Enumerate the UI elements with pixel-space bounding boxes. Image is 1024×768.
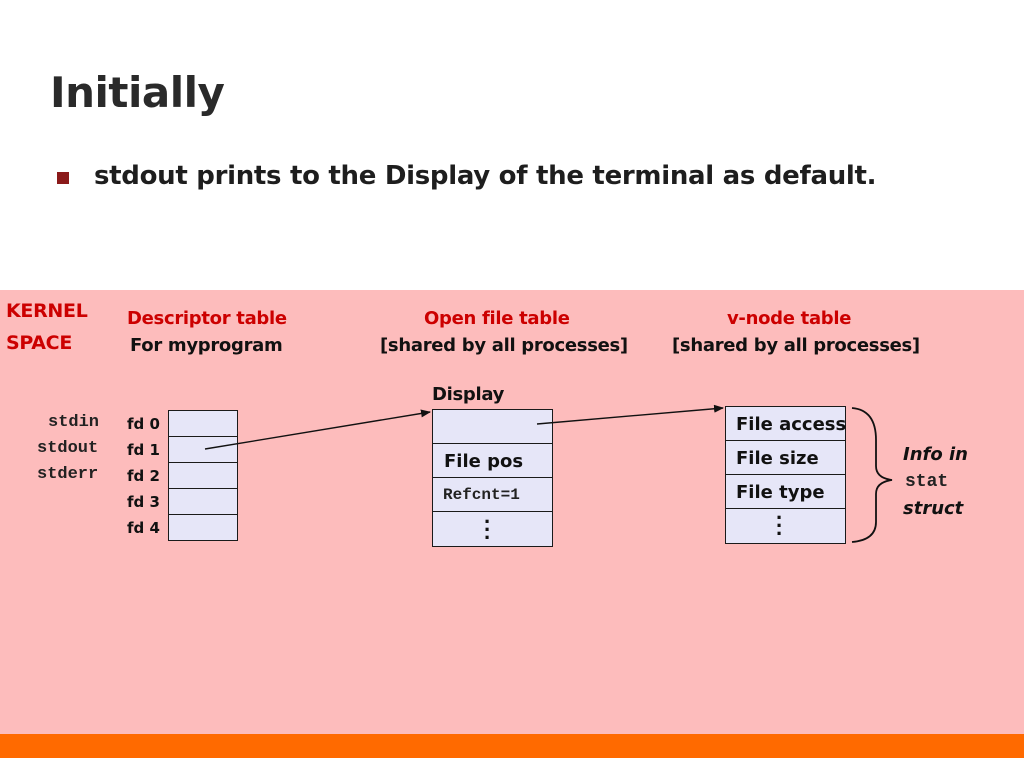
file-pos-label: File pos: [444, 451, 524, 472]
descriptor-table-header: Descriptor table: [127, 308, 287, 329]
bullet-text: stdout prints to the Display of the term…: [94, 161, 877, 191]
fd-label-1: fd 1: [127, 441, 160, 459]
fd-label-0: fd 0: [127, 415, 160, 433]
slide-title: Initially: [50, 68, 225, 117]
bullet-square-icon: [57, 172, 69, 184]
vnode-cell-access: File access: [725, 406, 846, 441]
open-file-cell-more: ···: [432, 509, 553, 550]
open-file-cell-top: [432, 409, 553, 444]
open-file-cell-pos: File pos: [432, 443, 553, 478]
vnode-table-header: v-node table: [727, 308, 852, 329]
fd-label-3: fd 3: [127, 493, 160, 511]
info-line1: Info in: [903, 444, 968, 465]
file-size-label: File size: [736, 448, 819, 469]
fd-cell-2: [168, 462, 238, 489]
fd-label-4: fd 4: [127, 519, 160, 537]
fd1-to-open-file-arrow: [204, 409, 431, 450]
std-name-stdin: stdin: [48, 413, 100, 432]
fd-cell-1: [168, 436, 238, 463]
descriptor-table-subheader: For myprogram: [130, 335, 283, 356]
open-file-entry-label: Display: [432, 384, 505, 405]
refcnt-label: Refcnt=1: [443, 486, 520, 504]
fd-cell-0: [168, 410, 238, 437]
vnode-cell-size: File size: [725, 440, 846, 475]
kernel-label-line2: SPACE: [6, 332, 72, 354]
info-line3: struct: [903, 498, 964, 519]
fd-label-2: fd 2: [127, 467, 160, 485]
info-line2: stat: [905, 472, 949, 492]
vnode-cell-more: ···: [725, 505, 846, 546]
vnode-table-subheader: [shared by all processes]: [672, 335, 920, 356]
vnode-cell-type: File type: [725, 474, 846, 509]
vertical-ellipsis-icon: ···: [776, 505, 784, 546]
std-name-stderr: stderr: [37, 465, 99, 484]
std-name-stdout: stdout: [37, 439, 99, 458]
open-file-to-vnode-arrow: [536, 404, 724, 425]
open-file-table-subheader: [shared by all processes]: [380, 335, 628, 356]
footer-bar: [0, 734, 1024, 758]
file-type-label: File type: [736, 482, 825, 503]
kernel-label-line1: KERNEL: [6, 300, 88, 322]
vertical-ellipsis-icon: ···: [484, 509, 492, 550]
fd-cell-4: [168, 514, 238, 541]
file-access-label: File access: [736, 414, 847, 435]
open-file-table-header: Open file table: [424, 308, 570, 329]
curly-brace-icon: [851, 407, 893, 543]
